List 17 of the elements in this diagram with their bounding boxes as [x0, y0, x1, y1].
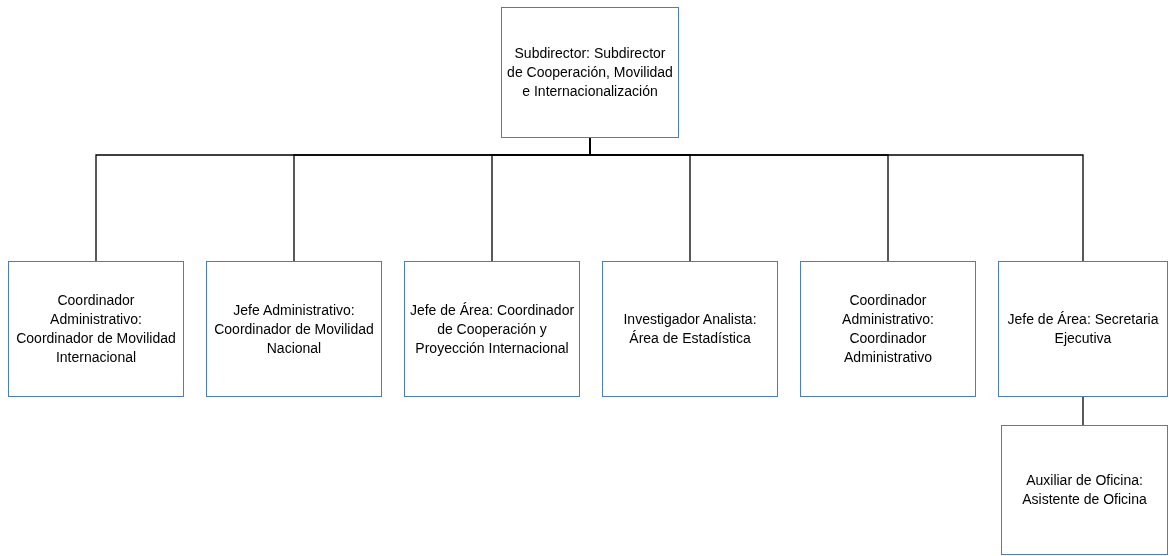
position-box — [404, 261, 580, 397]
position-title: Coordinador Administrativo: Coordinador de Movilidad Internacional — [15, 291, 177, 367]
position-title: Jefe Administrativo: Coordinador de Movilidad Nacional — [213, 300, 375, 358]
position-box — [8, 261, 184, 397]
position-title: Jefe de Área: Secretaria Ejecutiva — [1006, 310, 1160, 348]
position-box — [800, 261, 976, 397]
position-title: Coordinador Administrativo: Coordinador Administrativo — [841, 291, 935, 367]
position-box — [998, 261, 1168, 397]
position-box — [602, 261, 778, 397]
position-title: Investigador Analista: Área de Estadística — [622, 310, 758, 348]
position-title: Jefe de Área: Coordinador de Cooperación y Proyección Internacional — [409, 300, 575, 358]
position-title: Auxiliar de Oficina: Asistente de Oficina — [1021, 471, 1148, 509]
connector-line — [1082, 396, 1084, 426]
position-box — [1001, 425, 1168, 555]
position-box — [501, 7, 679, 138]
position-box — [206, 261, 382, 397]
position-title: Subdirector: Subdirector de Cooperación, Movilidad e Internacionalización — [506, 44, 674, 101]
